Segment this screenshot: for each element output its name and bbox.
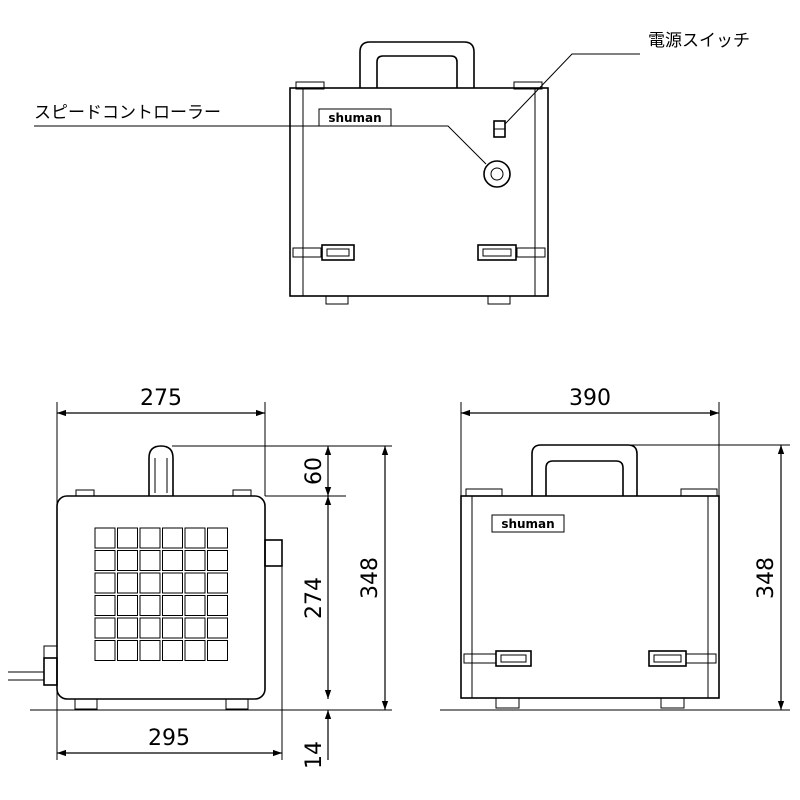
grille-cell [117,640,138,661]
grille-cell [117,595,138,616]
speed-controller-knob [483,160,511,188]
front-view: shuman [460,444,720,709]
speed-controller-leader [34,125,487,165]
grille-cell [162,572,183,594]
handle-inner [376,55,458,88]
latch-left [292,244,355,261]
cable-gland [43,645,58,659]
grille-cell [207,550,228,571]
grille-cell [117,550,138,571]
grille-cell [94,640,116,661]
grille-cell [94,550,116,571]
side-handle [148,445,174,496]
fan-grille [94,527,228,661]
latch-right [477,244,546,261]
grille-cell [207,595,228,616]
hinge-left [295,81,325,90]
grille-cell [139,617,161,639]
front-brand-plate [491,514,565,533]
grille-cell [139,527,161,549]
grille-cell [184,572,206,594]
front-brand-logo: shuman [501,517,554,531]
cable-plug [43,657,58,686]
grille-cell [139,595,161,616]
grille-cell [184,550,206,571]
dimension-lines: 275 295 60 274 14 348 390 348 [30,386,790,769]
top-view: shuman 電源スイッチ スピードコントローラー [34,31,750,305]
speed-controller-label: スピードコントローラー [34,103,221,123]
grille-cell [184,640,206,661]
power-switch-leader [504,53,640,125]
dim-body-height: 274 [302,577,327,619]
dim-side-top-width: 275 [140,386,182,411]
dim-foot-height: 14 [302,741,327,769]
front-handle [531,444,638,496]
brand-logo: shuman [328,111,381,125]
dim-side-total-height: 348 [358,557,383,599]
grille-cell [139,640,161,661]
power-cable [8,671,44,681]
grille-cell [117,572,138,594]
front-body [460,495,720,699]
dim-front-total-height: 348 [754,557,779,599]
grille-cell [117,527,138,549]
grille-cell [207,640,228,661]
power-switch-label: 電源スイッチ [648,31,750,51]
grille-cell [184,617,206,639]
dim-side-bottom-width: 295 [148,726,190,751]
grille-cell [184,595,206,616]
grille-cell [207,527,228,549]
foot-right [487,295,511,305]
dim-front-width: 390 [569,386,611,411]
side-view [8,445,283,710]
front-latch-right [648,650,717,667]
grille-cell [117,617,138,639]
grille-cell [139,550,161,571]
grille-cell [162,617,183,639]
grille-cell [139,572,161,594]
grille-cell [162,550,183,571]
top-view-body [289,87,549,297]
grille-cell [162,640,183,661]
side-knob [264,539,283,567]
grille-cell [94,527,116,549]
grille-cell [94,617,116,639]
front-latch-left [463,650,532,667]
side-body [56,495,266,700]
grille-cell [94,572,116,594]
grille-cell [207,572,228,594]
grille-cell [184,527,206,549]
dim-handle-height: 60 [302,457,327,485]
grille-cell [162,595,183,616]
grille-cell [94,595,116,616]
handle-outline [359,41,475,88]
grille-cell [162,527,183,549]
foot-left [325,295,349,305]
grille-cell [207,617,228,639]
